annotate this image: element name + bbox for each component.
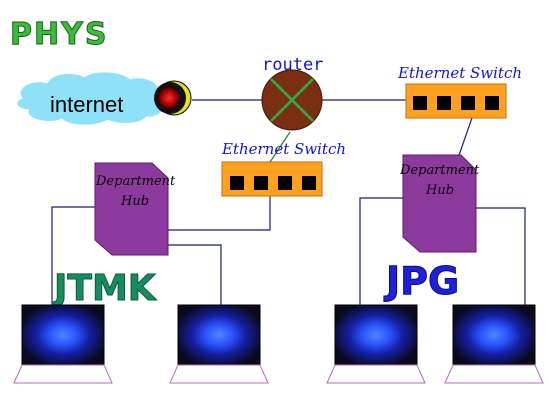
hub-left-body <box>94 162 169 256</box>
monitor-stand <box>326 364 426 384</box>
monitor-stand <box>444 364 544 384</box>
computer-4 <box>444 304 544 384</box>
dept-right-label: JPG <box>383 259 459 303</box>
wire-hub-right-pc3 <box>359 197 403 305</box>
internet-cloud: internet <box>17 72 164 125</box>
switch-left-label: Ethernet Switch <box>221 140 346 158</box>
hub-right-label-line1: Department <box>399 163 480 178</box>
router-icon <box>261 69 323 131</box>
switch-port <box>254 176 268 190</box>
wire-hub-right-pc4 <box>476 207 526 305</box>
monitor-screen <box>334 304 418 366</box>
router-label: router <box>262 55 323 75</box>
switch-port <box>302 176 316 190</box>
hub-right-label-line2: Hub <box>425 183 454 198</box>
hub-right-body <box>402 154 477 253</box>
wire-switch-left-hub-left <box>168 196 271 231</box>
switch-port <box>230 176 244 190</box>
monitor-screen <box>177 304 261 366</box>
wire-router-switch-left <box>269 131 291 163</box>
switch-port <box>413 96 427 110</box>
switch-port <box>485 96 499 110</box>
page-title: PHYS <box>10 17 108 52</box>
wire-hub-left-pc1 <box>51 206 95 305</box>
monitor-stand <box>13 364 113 384</box>
switch-port <box>278 176 292 190</box>
dept-left-label: JTMK <box>51 268 157 309</box>
monitor-screen <box>21 304 105 366</box>
wire-hub-left-pc2 <box>168 244 222 305</box>
switch-right-label: Ethernet Switch <box>397 64 522 82</box>
hub-left-label-line2: Hub <box>120 194 149 209</box>
hub-left: Department Hub <box>94 162 176 256</box>
switch-port <box>437 96 451 110</box>
hub-right: Department Hub <box>399 154 480 253</box>
internet-light-icon <box>154 80 192 116</box>
wire-switch-right-hub-right <box>457 117 473 159</box>
wires <box>51 99 526 305</box>
switch-port <box>461 96 475 110</box>
switch-right <box>405 83 507 119</box>
hub-left-label-line1: Department <box>95 174 176 189</box>
cloud-label: internet <box>50 92 123 117</box>
monitor-screen <box>452 304 536 366</box>
switch-left <box>221 161 323 197</box>
computer-2 <box>169 304 269 384</box>
monitor-stand <box>169 364 269 384</box>
computer-3 <box>326 304 426 384</box>
computer-1 <box>13 304 113 384</box>
